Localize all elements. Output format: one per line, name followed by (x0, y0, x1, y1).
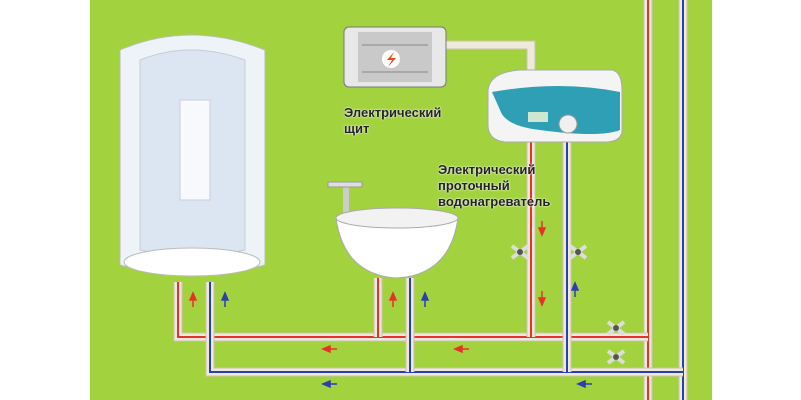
sink (327, 181, 459, 279)
valves (510, 244, 626, 365)
arrow-up-icon (220, 291, 230, 307)
label-electric-panel: Электрический щит (344, 105, 441, 137)
power-pipe (446, 41, 535, 72)
valve-icon (606, 320, 626, 336)
pipes (173, 0, 688, 400)
label-line: проточный (438, 178, 510, 193)
cold-main-line (209, 282, 683, 373)
valve-icon (606, 349, 626, 365)
hot-main-line (177, 282, 648, 338)
arrow-up-icon (388, 291, 398, 307)
label-line: щит (344, 121, 370, 136)
label-line: Электрический (438, 162, 536, 177)
arrow-down-icon (537, 221, 547, 237)
arrow-up-icon (570, 281, 580, 297)
water-heater (487, 69, 623, 143)
electric-panel (343, 26, 447, 88)
arrow-left-icon (321, 379, 337, 389)
label-line: водонагреватель (438, 194, 551, 209)
arrow-left-icon (576, 379, 592, 389)
arrow-down-icon (537, 291, 547, 307)
arrow-up-icon (188, 291, 198, 307)
label-line: Электрический (344, 105, 442, 120)
arrow-left-icon (321, 344, 337, 354)
arrow-left-icon (453, 344, 469, 354)
valve-icon (568, 244, 588, 260)
shower-cabin (119, 34, 266, 277)
arrow-up-icon (420, 291, 430, 307)
label-water-heater: Электрический проточный водонагреватель (438, 162, 550, 210)
flow-arrows (188, 221, 592, 389)
valve-icon (510, 244, 530, 260)
